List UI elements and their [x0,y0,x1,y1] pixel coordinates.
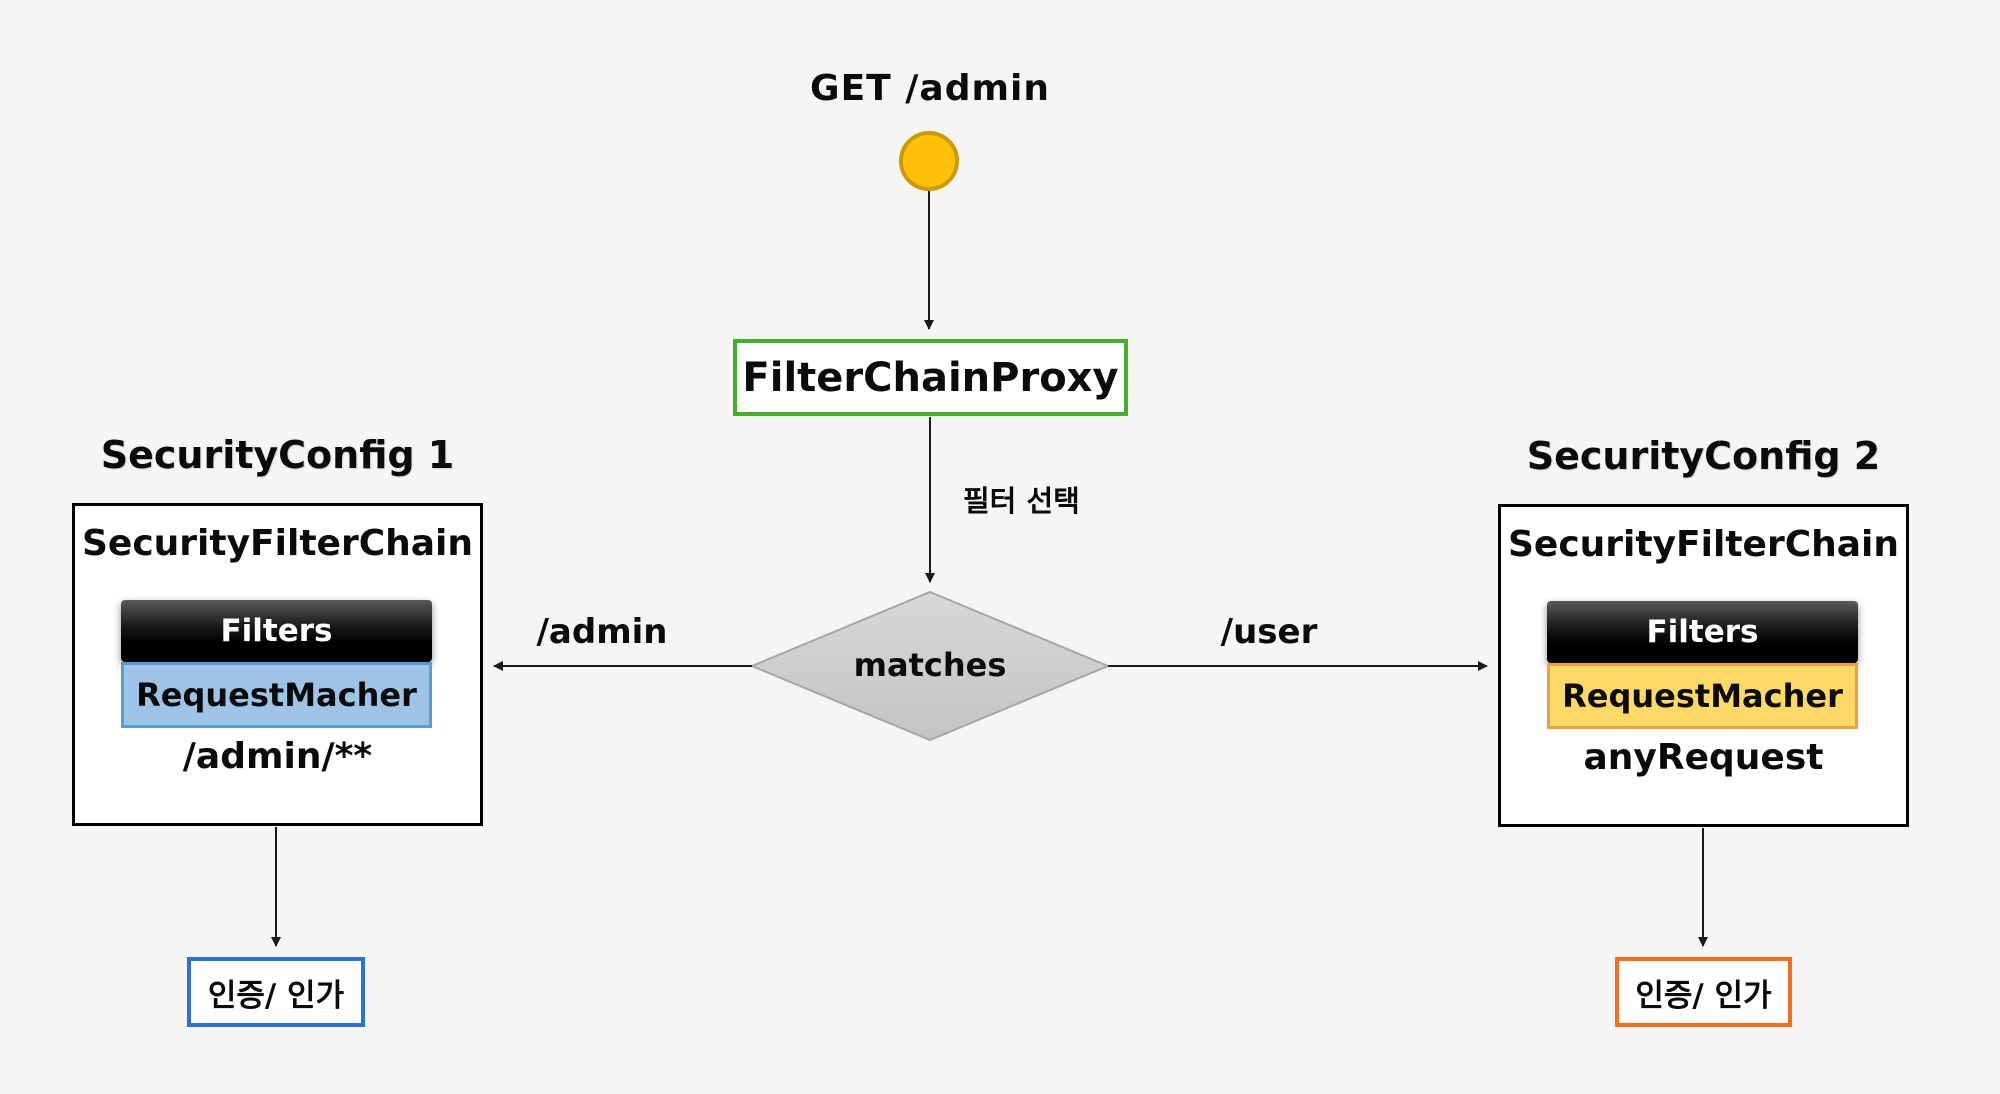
config1-result-label: 인증/ 인가 [207,977,345,1014]
config2-pattern-label: anyRequest [1583,737,1824,778]
decision-label: matches [853,646,1007,684]
config2-chain-box: SecurityFilterChain Filters RequestMache… [1498,504,1909,827]
config1-title: SecurityConfig 1 [100,433,455,477]
branch-label-admin: /admin [536,612,668,652]
config1-request-matcher-bar: RequestMacher [121,662,432,728]
filter-chain-proxy-label: FilterChainProxy [742,354,1119,401]
config1-request-matcher-label: RequestMacher [136,676,417,714]
config1-result-box: 인증/ 인가 [187,957,365,1027]
request-label: GET /admin [810,68,1050,109]
config1-chain-box: SecurityFilterChain Filters RequestMache… [72,503,483,826]
config2-request-matcher-bar: RequestMacher [1547,663,1858,729]
start-circle [899,131,959,191]
config1-filters-bar: Filters [121,600,432,662]
branch-label-user: /user [1220,612,1318,652]
config2-result-label: 인증/ 인가 [1635,977,1772,1014]
config2-result-box: 인증/ 인가 [1615,957,1792,1027]
config1-chain-title: SecurityFilterChain [81,523,474,564]
config1-pattern-label: /admin/** [182,736,373,777]
config2-filters-label: Filters [1646,614,1759,650]
config2-request-matcher-label: RequestMacher [1562,677,1843,715]
config2-title: SecurityConfig 2 [1526,434,1881,478]
config1-filters-label: Filters [220,613,333,649]
filter-select-label: 필터 선택 [963,484,1080,518]
filter-chain-proxy-box: FilterChainProxy [733,339,1128,416]
config2-filters-bar: Filters [1547,601,1858,663]
config2-chain-title: SecurityFilterChain [1507,524,1900,565]
